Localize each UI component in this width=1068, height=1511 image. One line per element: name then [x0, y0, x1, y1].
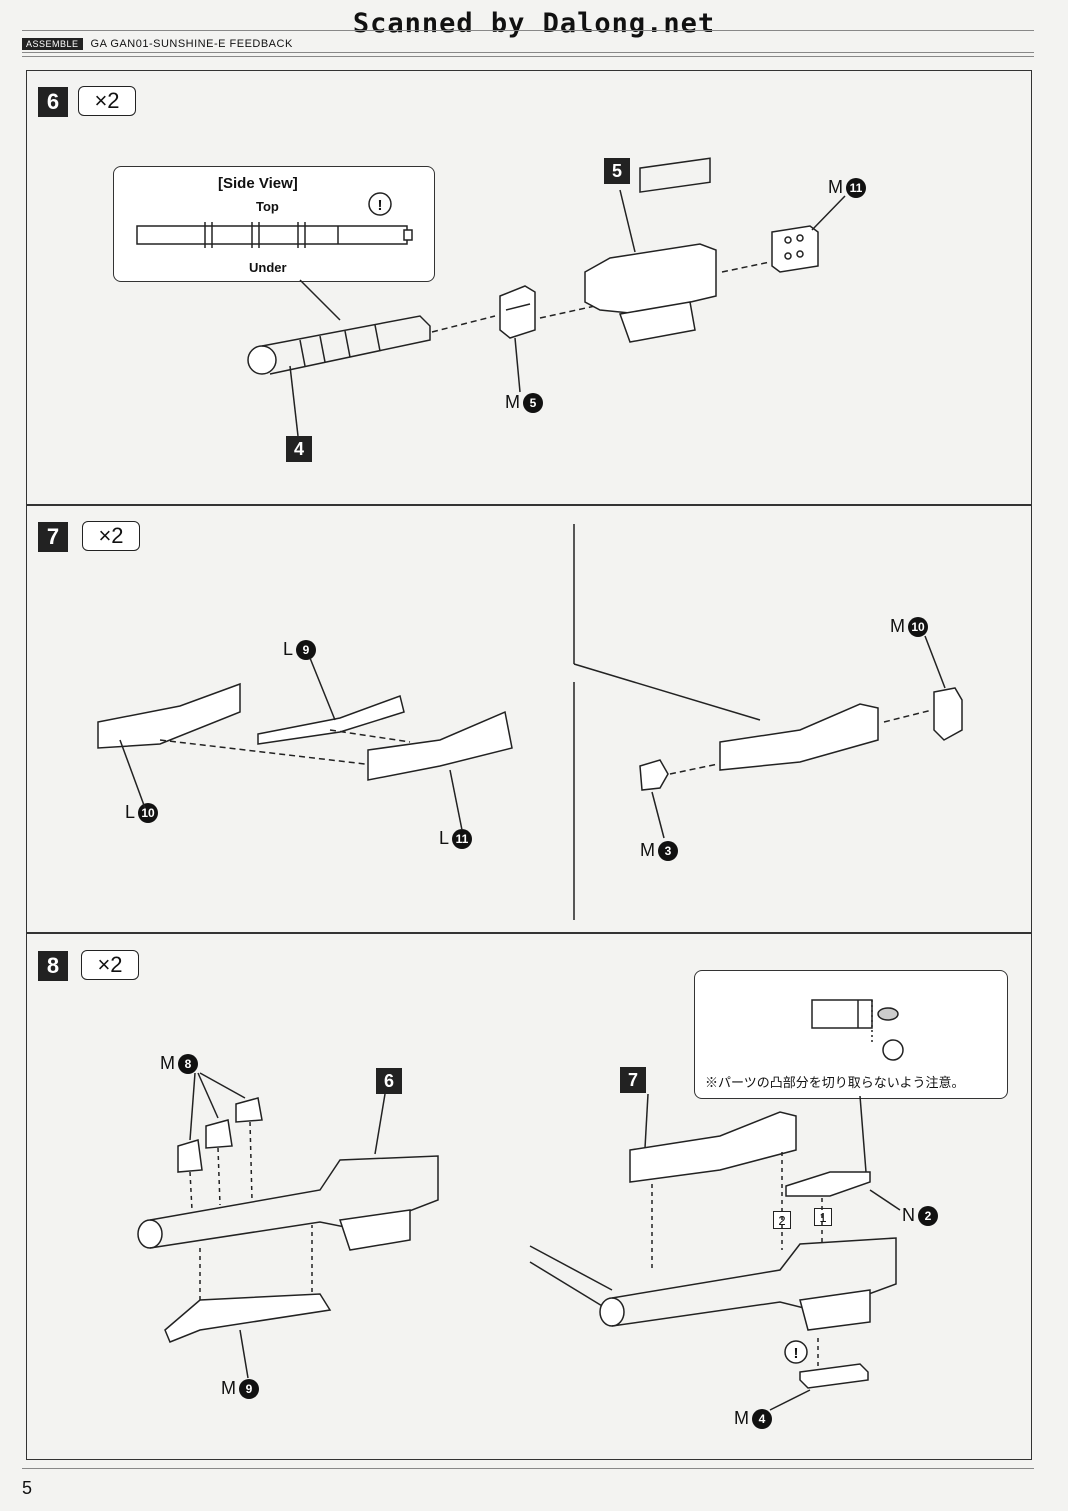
m8-number: 8	[178, 1053, 198, 1074]
part-5-tag: 5	[604, 158, 630, 184]
receiver-part-5-drawing	[584, 157, 771, 343]
svg-text:!: !	[794, 1345, 799, 1362]
scan-banner: Scanned by Dalong.net	[352, 8, 716, 39]
m9-number: 9	[239, 1378, 259, 1399]
side-view-title: [Side View]	[218, 175, 298, 192]
step-6-number: 6	[38, 87, 68, 117]
step-8-right-drawing: !	[529, 999, 904, 1411]
m11-number: 11	[846, 177, 866, 198]
m10-letter: M	[890, 616, 905, 636]
part-m3-label: M 3	[640, 840, 678, 861]
step-7-right-drawing	[573, 524, 963, 920]
side-view-callout	[113, 166, 435, 282]
step-8-multiplier: ×2	[81, 950, 139, 980]
side-view-under-label: Under	[249, 260, 287, 275]
caution-callout	[694, 970, 1008, 1099]
part-m10-label: M 10	[890, 616, 928, 637]
l9-number: 9	[296, 639, 317, 660]
part-m5-drawing	[499, 285, 596, 393]
step-6-multiplier: ×2	[78, 86, 136, 116]
m9-letter: M	[221, 1378, 236, 1398]
step-8-left-drawing	[137, 1072, 439, 1379]
part-l10-label: L 10	[125, 802, 159, 823]
assemble-tag: ASSEMBLE	[22, 38, 83, 50]
barrel-part-4-drawing	[247, 315, 496, 437]
step-8-panel	[26, 932, 1032, 1460]
l9-letter: L	[283, 639, 294, 659]
caution-note: ※パーツの凸部分を切り取らないよう注意。	[705, 1075, 965, 1090]
side-view-barrel-drawing: !	[136, 192, 413, 321]
l10-number: 10	[138, 802, 159, 823]
m3-letter: M	[640, 840, 655, 860]
step-7-panel	[26, 504, 1032, 934]
step-6-panel	[26, 70, 1032, 506]
part-m5-label: M 5	[505, 392, 543, 413]
m4-letter: M	[734, 1408, 749, 1428]
part-m11-label: M 11	[828, 177, 866, 198]
m3-number: 3	[658, 840, 678, 861]
footer-rule	[22, 1468, 1034, 1469]
l10-letter: L	[125, 802, 136, 822]
page-header: ASSEMBLE GA GAN01-SUNSHINE-E FEEDBACK	[22, 38, 293, 50]
svg-text:!: !	[378, 197, 383, 214]
part-m4-label: M 4	[734, 1408, 772, 1429]
step-7-number: 7	[38, 522, 68, 552]
page-number: 5	[22, 1478, 33, 1498]
part-m9-label: M 9	[221, 1378, 259, 1399]
header-rule-3	[22, 56, 1034, 57]
part-l11-label: L 11	[439, 828, 473, 849]
part-n2-label: N 2	[902, 1205, 938, 1226]
side-view-top-label: Top	[256, 199, 279, 214]
step-7-left-drawing	[97, 657, 513, 831]
n2-number: 2	[918, 1205, 938, 1226]
kit-title: GA GAN01-SUNSHINE-E FEEDBACK	[90, 38, 293, 50]
m11-letter: M	[828, 177, 843, 197]
l11-number: 11	[452, 828, 473, 849]
part-m11-drawing	[771, 195, 846, 273]
step-8-number: 8	[38, 951, 68, 981]
m4-number: 4	[752, 1408, 772, 1429]
m5-number: 5	[523, 392, 543, 413]
header-rule	[22, 30, 1034, 31]
header-rule-2	[22, 52, 1034, 53]
n2-letter: N	[902, 1205, 915, 1225]
m8-letter: M	[160, 1053, 175, 1073]
m10-number: 10	[908, 616, 928, 637]
part-6-tag: 6	[376, 1068, 402, 1094]
part-l9-label: L 9	[283, 639, 317, 660]
step-7-multiplier: ×2	[82, 521, 140, 551]
l11-letter: L	[439, 828, 450, 848]
part-4-tag: 4	[286, 436, 312, 462]
part-7-tag: 7	[620, 1067, 646, 1093]
part-m8-label: M 8	[160, 1053, 198, 1074]
m5-letter: M	[505, 392, 520, 412]
order-1-box: 1	[814, 1208, 832, 1226]
